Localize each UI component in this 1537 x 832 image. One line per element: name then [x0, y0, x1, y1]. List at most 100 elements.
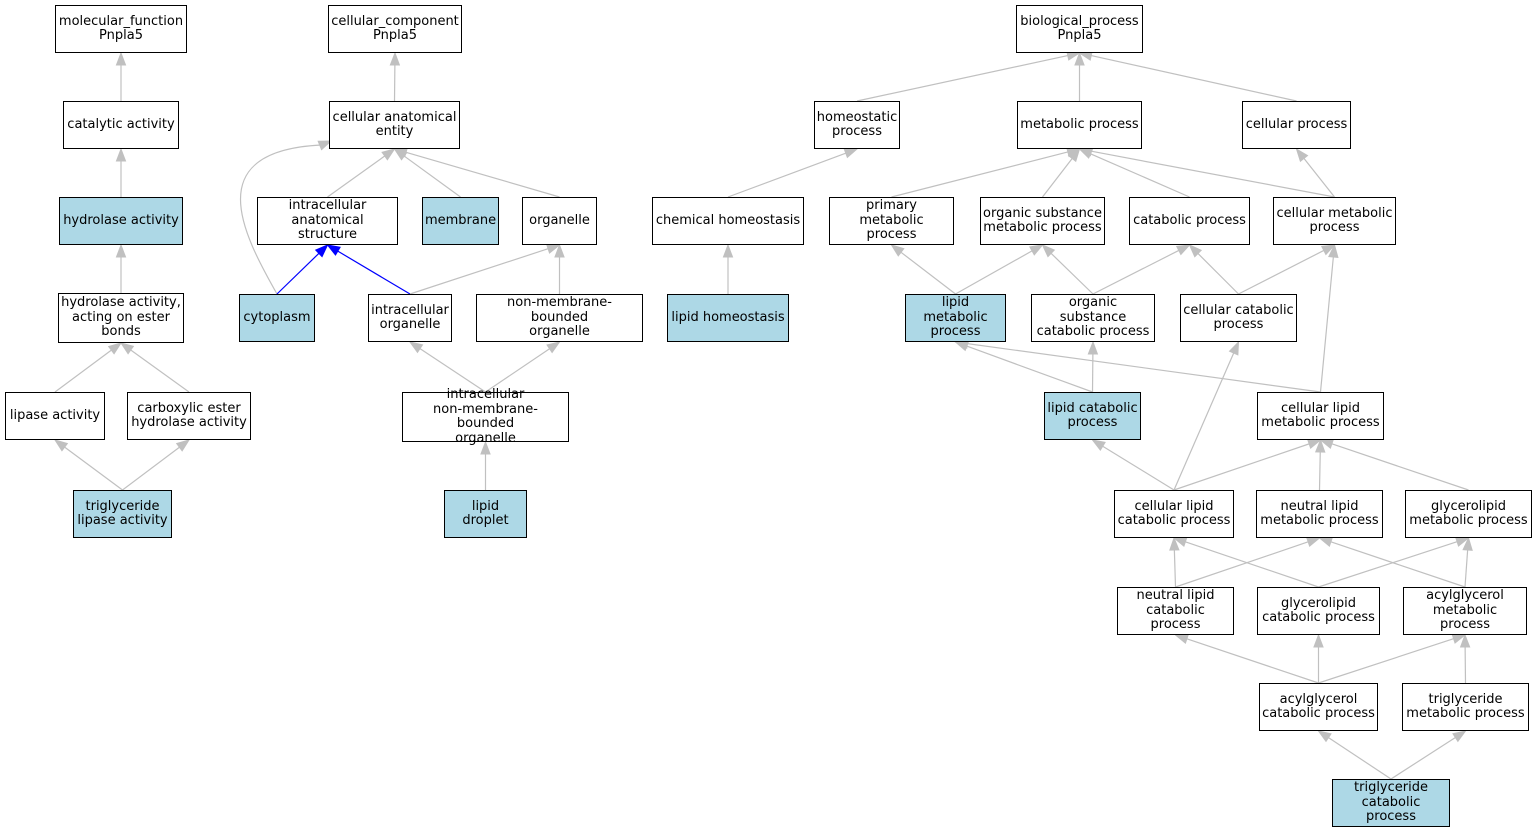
edge-lcp-to-lmp — [954, 341, 1093, 393]
edge-line — [403, 155, 461, 198]
node-tla[interactable]: triglyceride lipase activity — [73, 490, 172, 538]
node-inmbo[interactable]: intracellular non-membrane-bounded organ… — [402, 387, 569, 445]
node-nlcp[interactable]: neutral lipid catabolic process — [1117, 587, 1234, 635]
edge-arrowhead — [175, 439, 191, 452]
node-lmp[interactable]: lipid metabolic process — [905, 294, 1006, 342]
node-bp[interactable]: biological_process Pnpla5 — [1016, 5, 1143, 53]
edge-la-to-haeb — [54, 342, 123, 393]
edge-line — [1330, 541, 1466, 588]
node-org[interactable]: organelle — [522, 197, 597, 245]
edge-line — [891, 151, 1069, 198]
edge-tla-to-ceha — [122, 439, 191, 491]
edge-line — [967, 343, 1321, 393]
node-clmp[interactable]: cellular lipid metabolic process — [1257, 392, 1384, 440]
edge-line — [1328, 737, 1392, 780]
edge-line — [966, 345, 1093, 393]
edge-clcp-to-lcp — [1091, 439, 1175, 491]
edge-arrowhead — [53, 439, 69, 452]
node-glmp[interactable]: glycerolipid metabolic process — [1405, 490, 1532, 538]
edge-ccp-to-catp — [1188, 244, 1239, 295]
node-mem[interactable]: membrane — [422, 197, 499, 245]
node-ha[interactable]: hydrolase activity — [59, 197, 183, 245]
edge-arrowhead — [1317, 730, 1332, 743]
edge-arrowhead — [115, 243, 127, 258]
edge-pmp-to-mp — [891, 146, 1081, 198]
edge-ccp-to-cmp — [1238, 244, 1336, 295]
edge-line — [1090, 153, 1190, 198]
edge-line — [1175, 541, 1309, 588]
edge-line — [130, 349, 190, 393]
node-cae[interactable]: cellular anatomical entity — [329, 101, 460, 149]
edge-inmbo-to-nmbo — [485, 341, 561, 393]
node-lcp[interactable]: lipid catabolic process — [1044, 392, 1141, 440]
edge-cp-to-bp — [1078, 50, 1297, 102]
node-ld[interactable]: lipid droplet — [444, 490, 527, 538]
node-hp[interactable]: homeostatic process — [814, 101, 900, 149]
edge-line — [405, 151, 560, 198]
node-cp[interactable]: cellular process — [1242, 101, 1351, 149]
node-agcp[interactable]: acylglycerol catabolic process — [1259, 683, 1378, 731]
edge-line — [419, 348, 486, 393]
edge-cae-to-cc — [389, 51, 401, 102]
edge-arrowhead — [1452, 730, 1467, 743]
edge-arrowhead — [408, 341, 424, 354]
node-catp[interactable]: catabolic process — [1129, 197, 1250, 245]
edge-tcp-to-tmp — [1390, 730, 1467, 780]
edge-arrowhead — [1462, 536, 1473, 551]
edge-arrowhead — [1313, 633, 1324, 648]
node-lh[interactable]: lipid homeostasis — [667, 294, 789, 342]
node-io[interactable]: intracellular organelle — [368, 294, 452, 342]
node-clcp[interactable]: cellular lipid catabolic process — [1114, 490, 1234, 538]
node-ccp[interactable]: cellular catabolic process — [1180, 294, 1297, 342]
node-tcp[interactable]: triglyceride catabolic process — [1332, 779, 1450, 827]
edge-line — [1464, 549, 1469, 588]
node-cc[interactable]: cellular_component Pnpla5 — [328, 5, 462, 53]
edge-arrowhead — [554, 243, 565, 258]
edge-oscp-to-catp — [1092, 244, 1191, 295]
node-nmbo[interactable]: non-membrane-bounded organelle — [476, 294, 643, 342]
edge-tla-to-la — [53, 439, 123, 491]
edge-ch-to-hp — [727, 148, 859, 198]
edge-arrowhead — [1041, 244, 1056, 258]
edge-arrowhead — [1087, 340, 1099, 355]
node-nlmp[interactable]: neutral lipid metabolic process — [1256, 490, 1383, 538]
edge-agcp-to-nlcp — [1174, 633, 1319, 684]
node-glcp[interactable]: glycerolipid catabolic process — [1257, 587, 1380, 635]
edge-oscp-to-osmp — [1041, 244, 1094, 295]
edge-line — [1092, 249, 1180, 295]
edge-arrowhead — [119, 342, 135, 355]
edge-ha-to-ca — [115, 147, 127, 197]
edge-mp-to-bp — [1074, 51, 1085, 101]
edge-clmp-to-cmp — [1319, 243, 1339, 393]
node-agmp[interactable]: acylglycerol metabolic process — [1403, 587, 1527, 635]
edge-cmp-to-cp — [1295, 147, 1335, 198]
node-ca[interactable]: catalytic activity — [63, 101, 179, 149]
edge-line — [1173, 352, 1235, 491]
node-tmp[interactable]: triglyceride metabolic process — [1402, 683, 1529, 731]
edge-ceha-to-haeb — [119, 342, 190, 393]
node-osmp[interactable]: organic substance metabolic process — [980, 197, 1105, 245]
node-oscp[interactable]: organic substance catabolic process — [1031, 294, 1155, 342]
node-la[interactable]: lipase activity — [5, 392, 105, 440]
node-ch[interactable]: chemical homeostasis — [652, 197, 804, 245]
edge-arrowhead — [1067, 147, 1081, 163]
node-ceha[interactable]: carboxylic ester hydrolase activity — [127, 392, 251, 440]
node-ias[interactable]: intracellular anatomical structure — [257, 197, 398, 245]
node-mp[interactable]: metabolic process — [1017, 101, 1142, 149]
node-pmp[interactable]: primary metabolic process — [829, 197, 954, 245]
node-mf[interactable]: molecular_function Pnpla5 — [55, 5, 187, 53]
edge-clcp-to-ccp — [1173, 340, 1240, 491]
node-cyt[interactable]: cytoplasm — [239, 294, 315, 342]
edge-arrowhead — [115, 147, 127, 162]
edge-line — [856, 54, 1068, 102]
edge-arrowhead — [546, 341, 561, 354]
node-cmp[interactable]: cellular metabolic process — [1273, 197, 1396, 245]
edge-arrowhead — [890, 244, 905, 257]
edge-tcp-to-agcp — [1317, 730, 1392, 780]
edge-arrowhead — [1174, 633, 1190, 644]
edge-arrowhead — [1320, 244, 1336, 256]
node-haeb[interactable]: hydrolase activity, acting on ester bond… — [58, 293, 184, 343]
edge-line — [1173, 443, 1310, 491]
edge-clmp-to-lmp — [954, 338, 1321, 393]
edge-lmp-to-osmp — [955, 244, 1044, 295]
